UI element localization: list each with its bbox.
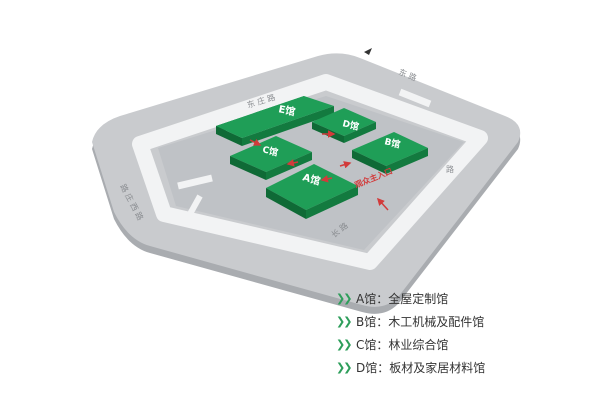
hall-e[interactable]: E馆	[216, 96, 334, 146]
legend-hall-desc: 板材及家居材料馆	[389, 360, 486, 375]
hall-a[interactable]: A馆	[266, 164, 358, 219]
hall-b-label: B馆	[383, 135, 401, 150]
legend-hall-desc: 林业综合馆	[388, 337, 449, 352]
legend-item-c: ❯❯ C馆： 林业综合馆	[336, 337, 449, 352]
legend-item-b: ❯❯ B馆： 木工机械及配件馆	[336, 314, 485, 329]
hall-c-label: C馆	[261, 143, 279, 158]
legend-hall-label: B馆	[356, 314, 377, 329]
flow-arrow	[376, 197, 389, 211]
double-chevron-icon: ❯❯	[336, 314, 352, 328]
legend-item-a: ❯❯ A馆： 全屋定制馆	[336, 291, 449, 306]
legend-item-d: ❯❯ D馆： 板材及家居材料馆	[336, 360, 486, 375]
double-chevron-icon: ❯❯	[336, 337, 352, 351]
double-chevron-icon: ❯❯	[336, 291, 352, 305]
road-label-right: 路	[446, 164, 454, 174]
flow-arrow	[286, 159, 299, 167]
hall-e-label: E馆	[277, 102, 296, 118]
hall-d-label: D馆	[341, 117, 360, 133]
flow-arrow	[320, 175, 333, 183]
hall-b[interactable]: B馆	[352, 132, 428, 174]
legend-hall-desc: 全屋定制馆	[388, 291, 449, 306]
legend-hall-label: A馆	[356, 291, 377, 306]
flow-arrow	[339, 161, 352, 169]
hall-legend: ❯❯ A馆： 全屋定制馆 ❯❯ B馆： 木工机械及配件馆 ❯❯ C馆： 林业综合…	[336, 288, 485, 380]
north-arrow-icon	[364, 48, 372, 55]
double-chevron-icon: ❯❯	[336, 360, 352, 374]
flow-arrows	[249, 130, 389, 211]
flow-arrow	[249, 138, 262, 146]
legend-hall-desc: 木工机械及配件馆	[388, 314, 485, 329]
legend-hall-label: C馆	[356, 337, 377, 352]
legend-hall-label: D馆	[356, 360, 378, 375]
